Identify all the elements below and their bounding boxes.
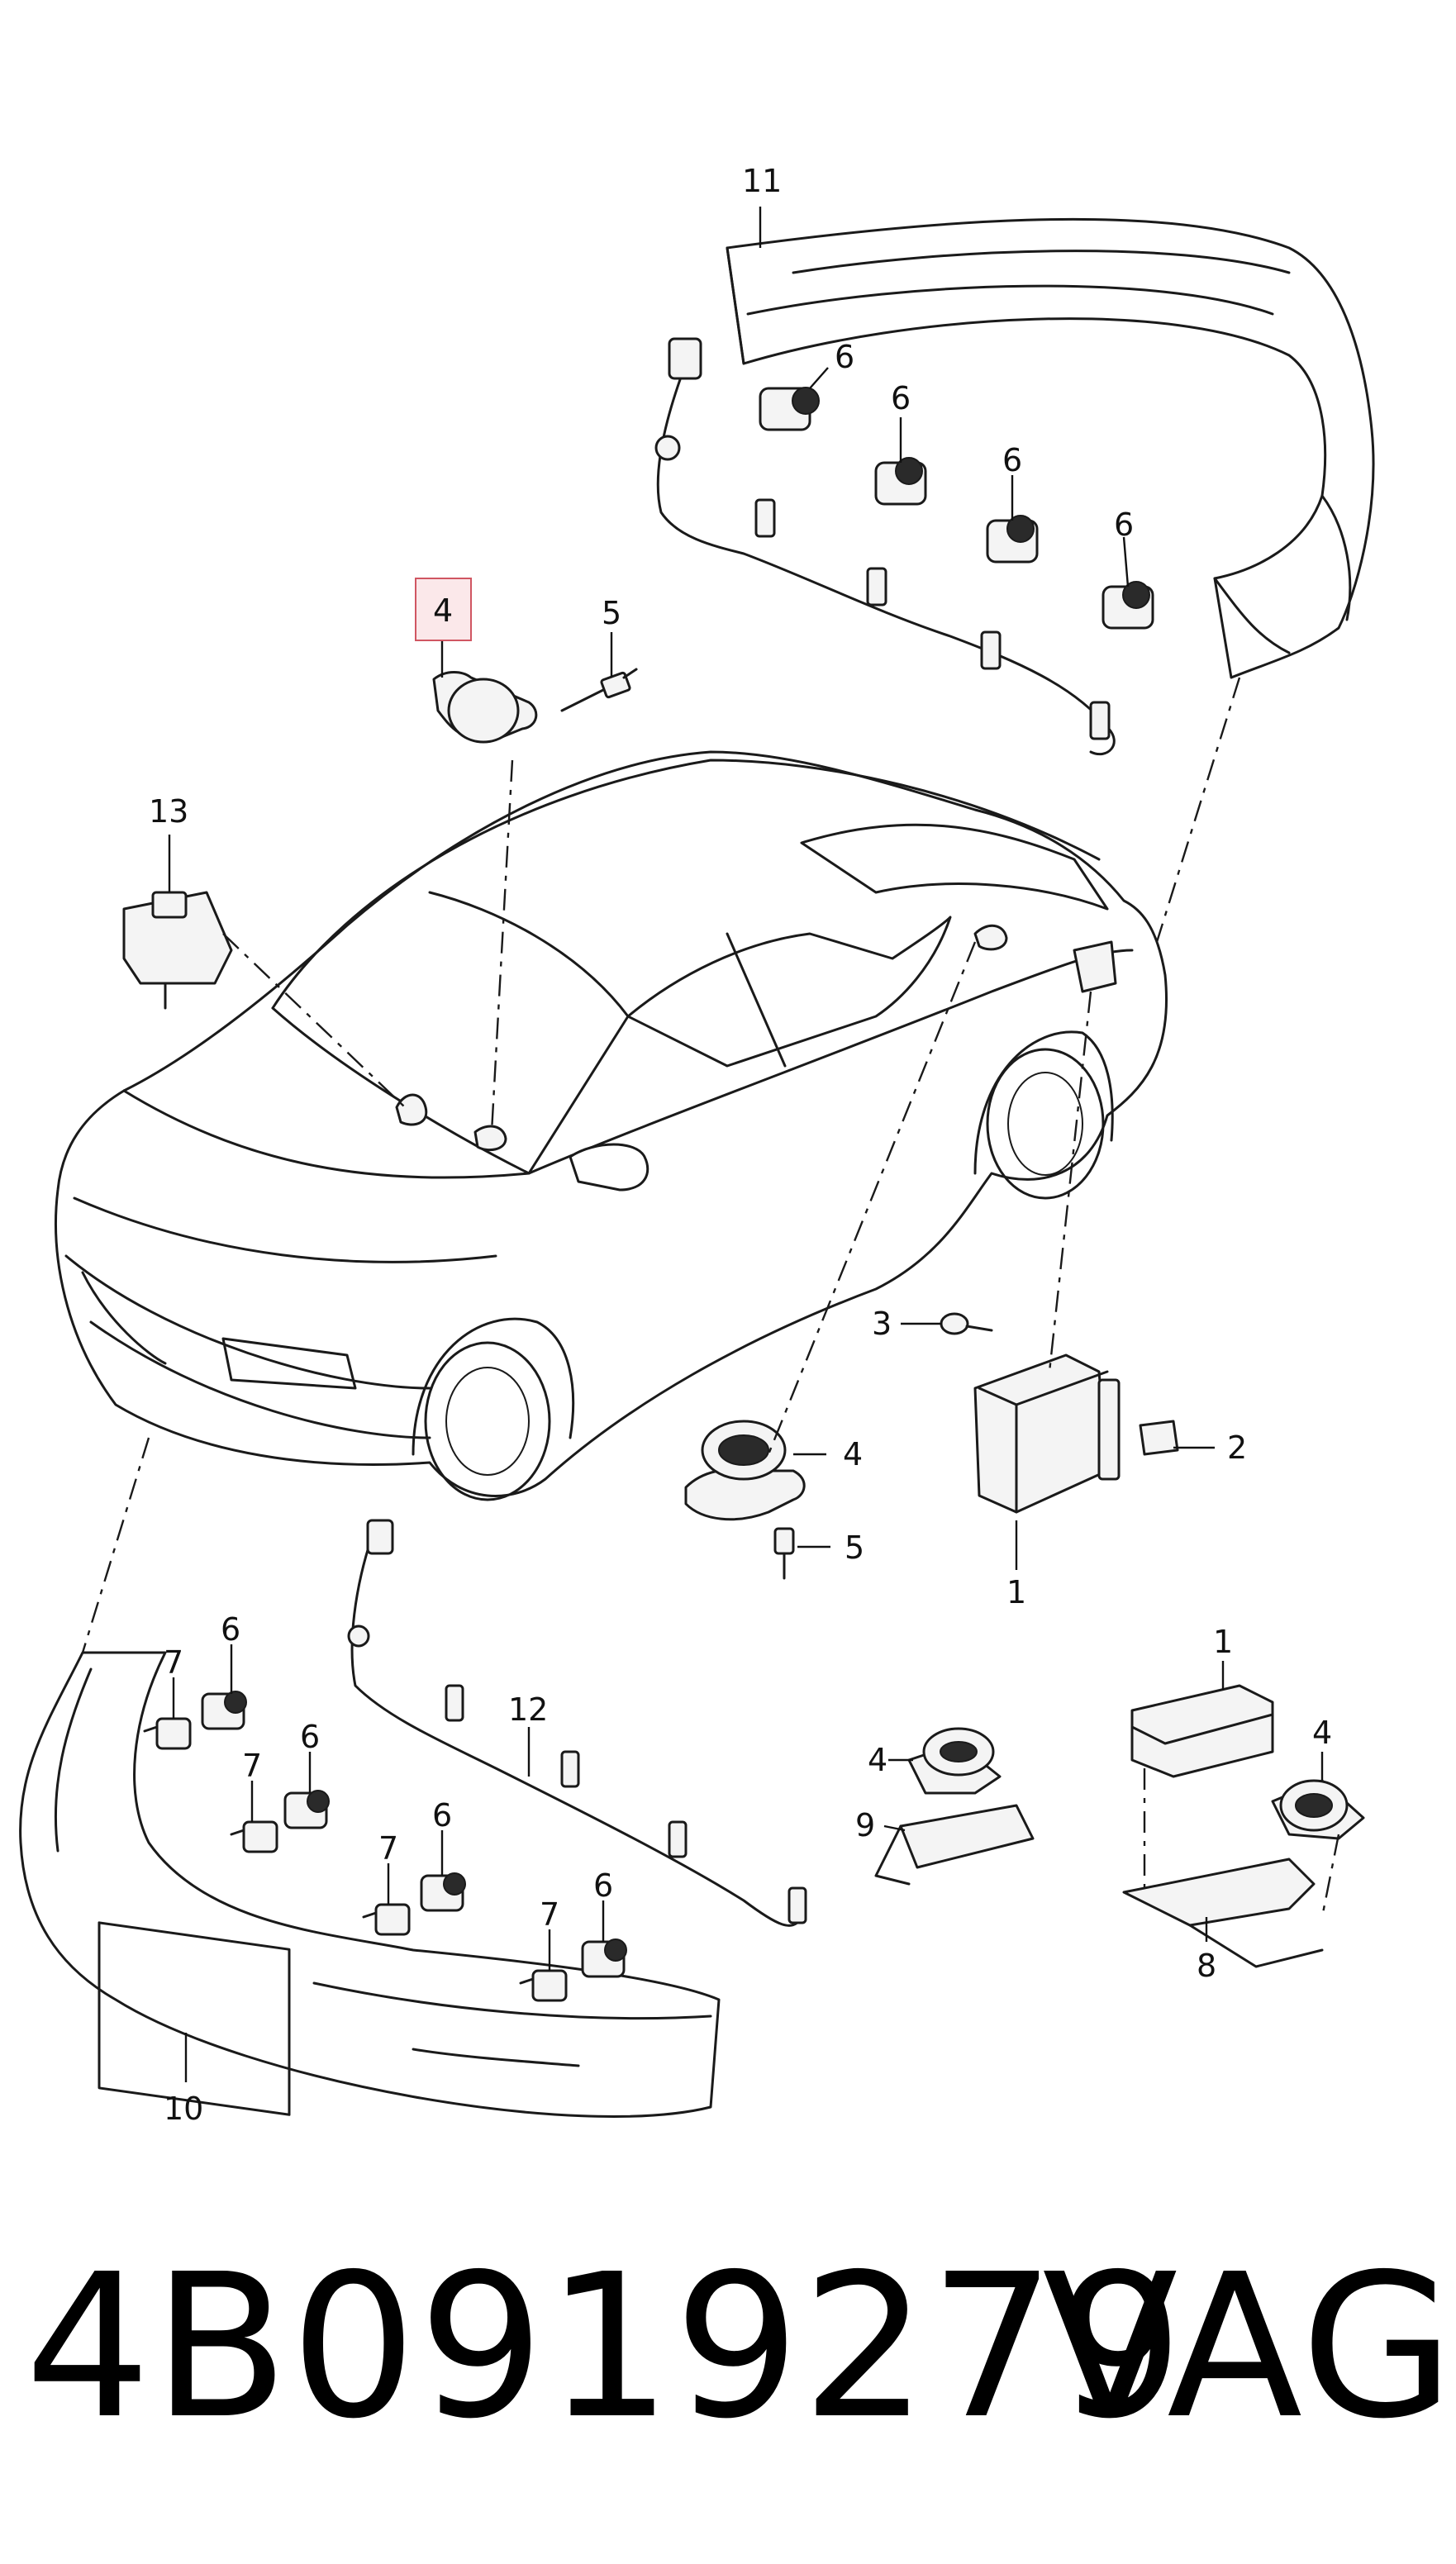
- car-body-outline: [55, 750, 1168, 1501]
- control-unit-lower: [1130, 1684, 1274, 1778]
- callout-4-middle: 4: [843, 1436, 863, 1472]
- assembly-guide-lines: [81, 677, 1340, 1918]
- callout-7-front-2: 7: [242, 1748, 262, 1784]
- callout-7-front-4: 7: [540, 1896, 559, 1933]
- callout-6-rear-3: 6: [1002, 442, 1022, 478]
- rear-sensor-wiring-harness: [654, 337, 1116, 756]
- brand-name: VAG: [1042, 2231, 1456, 2462]
- relay-module: [122, 891, 233, 1010]
- mounting-plate: [874, 1804, 1035, 1886]
- footer: 4B0919279 VAG: [0, 2248, 1456, 2512]
- warning-buzzer-top: [432, 671, 538, 744]
- mounting-bracket: [1122, 1858, 1324, 1968]
- callout-6-front-4: 6: [593, 1867, 613, 1904]
- control-unit: [973, 1353, 1121, 1514]
- callout-13: 13: [149, 793, 188, 830]
- highlight-box: [415, 578, 472, 641]
- rear-bumper-cover: [726, 217, 1375, 679]
- callout-11: 11: [742, 163, 782, 199]
- callout-6-rear-4: 6: [1114, 507, 1134, 543]
- front-sensor-holder-2: [230, 1820, 278, 1853]
- callout-5-middle: 5: [845, 1529, 864, 1566]
- callout-leader-lines: [168, 207, 1324, 2082]
- front-park-sensor-1: [201, 1691, 247, 1730]
- callout-2: 2: [1227, 1429, 1247, 1466]
- front-sensor-holder-3: [362, 1903, 411, 1936]
- callout-6-front-2: 6: [300, 1719, 320, 1755]
- warning-buzzer-left: [907, 1727, 1002, 1795]
- callout-6-front-1: 6: [221, 1611, 240, 1648]
- front-park-sensor-3: [420, 1872, 466, 1912]
- callout-labels: 11 6 6 6 6 4 5 13 3 2 1 4 5 1 4 8 4 9 12…: [149, 163, 1332, 2127]
- callout-8: 8: [1197, 1948, 1216, 1984]
- callout-1-middle: 1: [1006, 1574, 1026, 1610]
- callout-6-rear-2: 6: [891, 380, 911, 416]
- connector-plug: [1139, 1420, 1179, 1456]
- rear-park-sensor-2: [874, 457, 927, 506]
- mounting-clip: [773, 1527, 795, 1580]
- callout-12: 12: [508, 1691, 548, 1728]
- front-park-sensor-4: [581, 1938, 627, 1978]
- screw: [940, 1312, 993, 1335]
- bolt-top: [560, 668, 638, 712]
- front-sensor-wiring-harness: [347, 1519, 807, 1927]
- callout-7-front-3: 7: [378, 1830, 398, 1867]
- rear-park-sensor-1: [759, 387, 820, 431]
- callout-10: 10: [164, 2091, 203, 2127]
- front-park-sensor-2: [283, 1790, 330, 1829]
- warning-buzzer-middle: [684, 1420, 806, 1521]
- callout-7-front-1: 7: [164, 1644, 183, 1681]
- callout-1-lower: 1: [1213, 1624, 1233, 1660]
- callout-5-top: 5: [602, 595, 621, 631]
- rear-park-sensor-4: [1102, 581, 1154, 630]
- callout-9: 9: [855, 1807, 875, 1843]
- parts-diagram: 11 6 6 6 6 4 5 13 3 2 1 4 5 1 4 8 4 9 12…: [19, 163, 1375, 2127]
- callout-3: 3: [872, 1306, 892, 1342]
- rear-park-sensor-3: [986, 515, 1039, 564]
- callout-6-rear-1: 6: [835, 339, 854, 375]
- front-bumper-cover: [19, 1651, 721, 2118]
- callout-4-left: 4: [868, 1742, 887, 1778]
- callout-4-highlighted: 4: [433, 592, 453, 629]
- callout-6-front-3: 6: [432, 1797, 452, 1834]
- front-sensor-holder-1: [143, 1717, 192, 1750]
- part-number: 4B0919279: [25, 2231, 1186, 2462]
- callout-4-lower: 4: [1312, 1715, 1332, 1751]
- warning-buzzer-lower: [1271, 1779, 1365, 1840]
